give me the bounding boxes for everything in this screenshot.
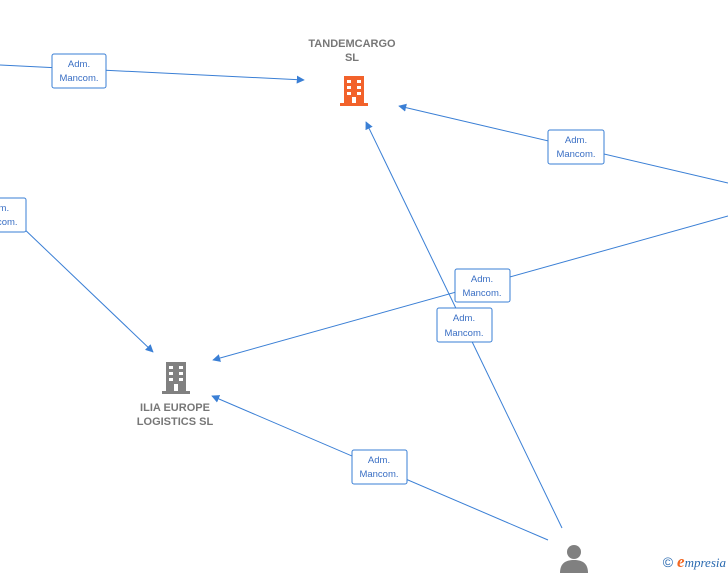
copyright-symbol: © (662, 554, 674, 570)
edge-left-to-ilia (19, 224, 154, 353)
ilia-suffix: LOGISTICS SL (136, 416, 214, 428)
svg-text:Adm.: Adm. (368, 455, 390, 466)
edge-left-to-tandemcargo (0, 64, 305, 84)
edge-label-top-right: Adm. Mancom. (547, 129, 605, 165)
brand-name: mpresia (684, 555, 726, 570)
edge-label-center: Adm. Mancom. (436, 307, 493, 343)
edge-label-bottom: Adm. Mancom. (351, 449, 408, 485)
edge-label-center-right: Adm. Mancom. (454, 268, 511, 303)
empresia-logo[interactable]: ©empresia (663, 552, 726, 572)
svg-text:Adm.: Adm. (0, 203, 9, 214)
edge-label-top-left: Adm. Mancom. (51, 53, 107, 89)
svg-text:Mancom.: Mancom. (359, 469, 398, 480)
svg-text:Mancom.: Mancom. (556, 149, 595, 160)
svg-text:Mancom.: Mancom. (59, 73, 98, 84)
tandemcargo-name: TANDEMCARGO (308, 38, 396, 50)
svg-text:Adm.: Adm. (565, 135, 587, 146)
svg-text:Mancom.: Mancom. (444, 328, 483, 339)
person-icon[interactable] (558, 543, 590, 575)
building-icon-tandemcargo[interactable] (337, 74, 371, 108)
tandemcargo-suffix: SL (344, 52, 360, 64)
ilia-label[interactable]: ILIA EUROPE LOGISTICS SL (115, 401, 235, 429)
edge-label-left-partial: Adm. Mancom. (0, 197, 27, 233)
building-icon-ilia[interactable] (159, 360, 193, 396)
svg-text:Mancom.: Mancom. (0, 217, 18, 228)
brand-initial: e (677, 552, 685, 571)
tandemcargo-label[interactable]: TANDEMCARGO SL (292, 37, 412, 65)
svg-text:Adm.: Adm. (471, 274, 493, 285)
svg-text:Adm.: Adm. (68, 59, 90, 70)
svg-text:Mancom.: Mancom. (462, 288, 501, 299)
svg-text:Adm.: Adm. (453, 313, 475, 324)
ilia-name: ILIA EUROPE (140, 402, 210, 414)
